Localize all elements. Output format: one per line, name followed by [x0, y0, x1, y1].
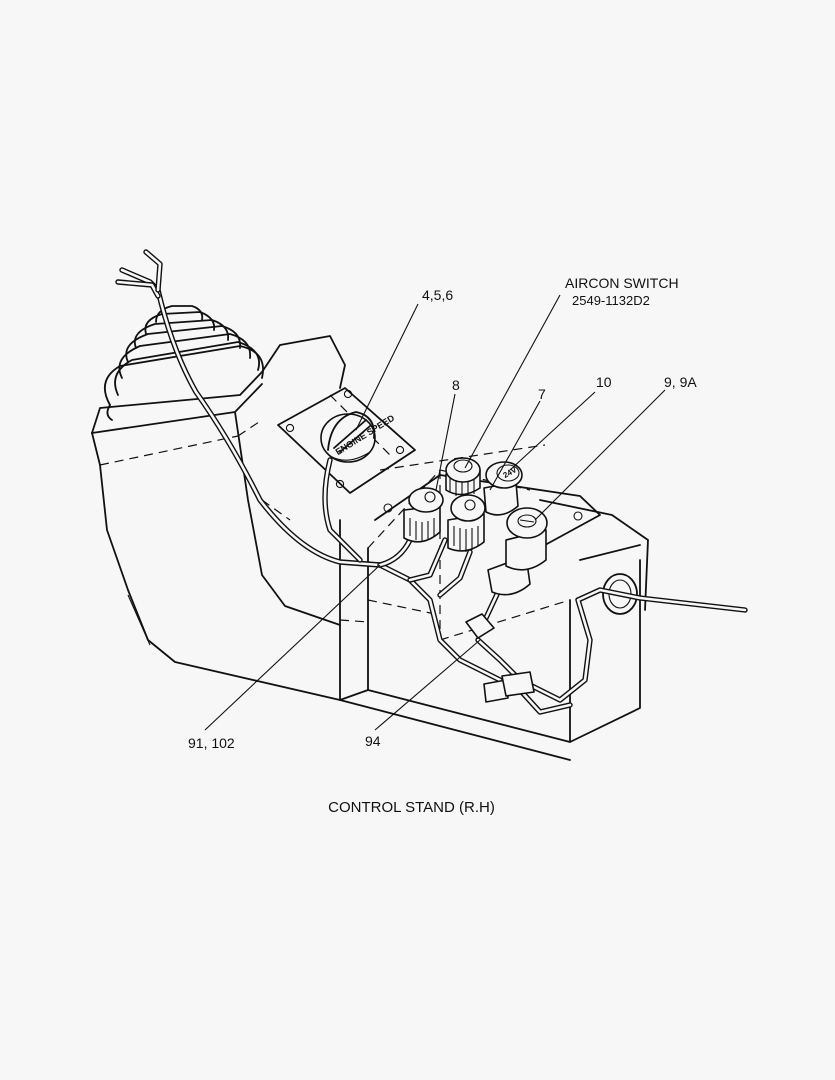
connector-94 [465, 613, 535, 703]
switch-8 [403, 487, 444, 543]
leader-lines [204, 294, 666, 731]
engine-speed-knob [320, 411, 376, 463]
callout-switch-7: 7 [538, 386, 546, 402]
callout-aircon-part-number: 2549-1132D2 [572, 293, 650, 308]
callout-switch-8: 8 [452, 377, 460, 393]
diagram-caption: CONTROL STAND (R.H) [328, 799, 495, 816]
switch-center [447, 494, 486, 552]
switch-9 [487, 507, 548, 596]
callout-connector: 94 [365, 733, 381, 749]
callout-engine-speed-dial: 4,5,6 [422, 287, 454, 303]
callout-switch-9: 9, 9A [664, 374, 697, 390]
callout-aircon-switch: AIRCON SWITCH [565, 275, 679, 291]
callout-switch-10: 10 [596, 374, 612, 390]
aircon-switch [445, 457, 481, 498]
callout-harness: 91, 102 [188, 735, 235, 751]
